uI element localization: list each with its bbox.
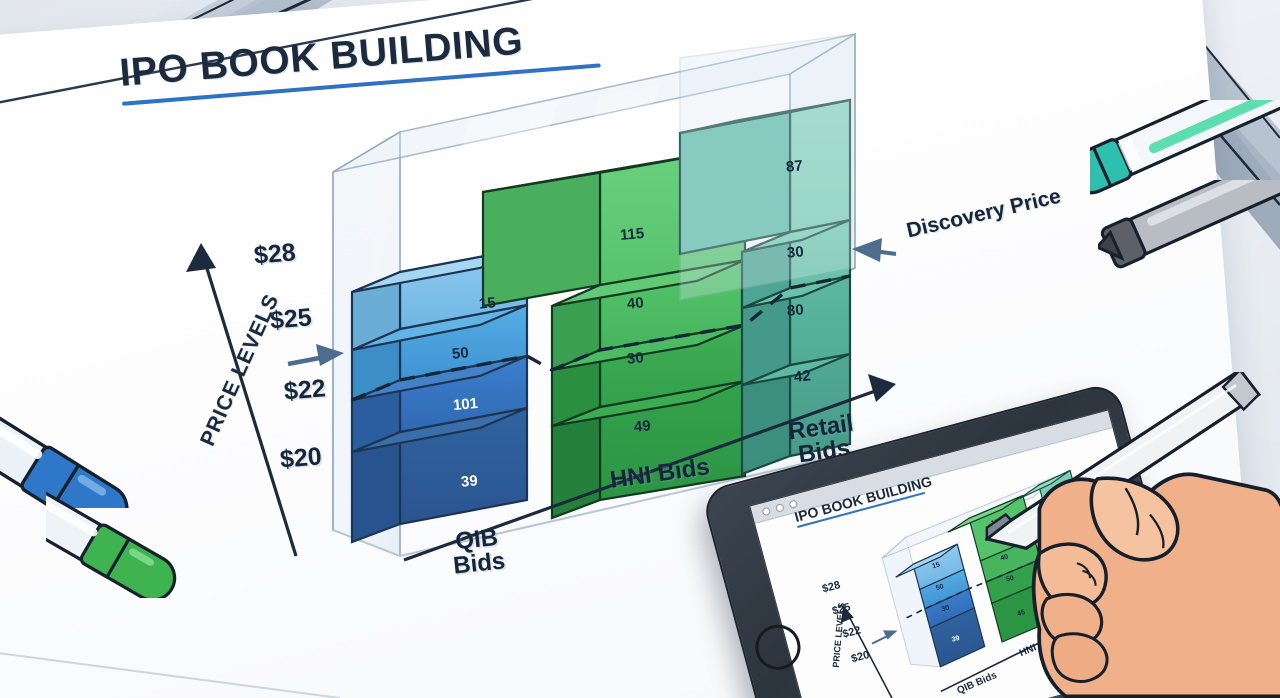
green-marker (46, 454, 177, 598)
teal-marker (1090, 100, 1280, 195)
bar-retail-28 (678, 98, 852, 256)
glass-front-overlay (679, 33, 856, 301)
category-label-qib: QIB Bids (450, 524, 507, 581)
window-dot-1 (761, 506, 772, 517)
bar-hni-22 (550, 323, 747, 428)
bar-hni-20 (550, 379, 747, 520)
price-axis-arrow (186, 243, 298, 557)
bar-retail-20 (740, 352, 852, 476)
window-dot-2 (774, 502, 785, 513)
price-tick-28: $28 (252, 238, 297, 270)
discovery-price-arrow (852, 238, 897, 262)
price-level-pointer-arrow (287, 344, 344, 367)
tablet-screen[interactable]: IPO BOOK BUILDING (749, 409, 1177, 698)
category-axis-arrow (403, 374, 896, 562)
bar-group-hni (481, 145, 747, 520)
hand-holding-stylus (985, 372, 1280, 698)
discovery-price-dashed-line (351, 274, 851, 402)
tablet-mini-chart (840, 469, 1133, 698)
blue-marker (0, 366, 129, 508)
hand-shape (1031, 472, 1280, 698)
tablet-home-button[interactable] (727, 587, 874, 698)
tablet-device[interactable]: IPO BOOK BUILDING (700, 380, 1193, 698)
bar-retail-22 (740, 274, 852, 387)
black-marker (1098, 180, 1280, 269)
category-label-qib-line2: Bids (451, 547, 507, 581)
